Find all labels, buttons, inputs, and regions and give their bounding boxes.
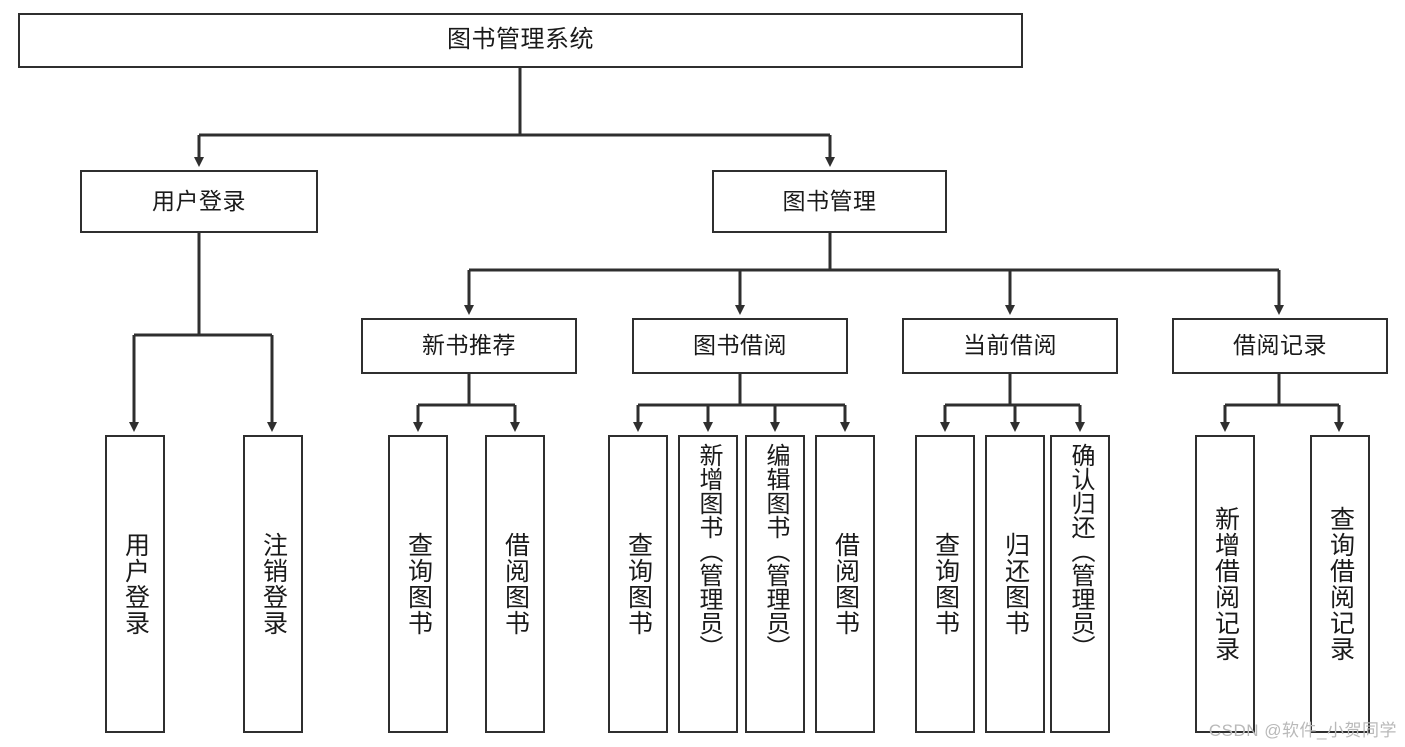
node-new-book-recommend[interactable]: 新书推荐	[361, 318, 577, 374]
node-borrow-record[interactable]: 借阅记录	[1172, 318, 1388, 374]
node-new-book-recommend-label: 新书推荐	[422, 332, 516, 359]
node-leaf-logout-label: 注销登录	[259, 532, 288, 636]
node-leaf-borrow-book-2-label: 借阅图书	[831, 532, 860, 636]
node-root-label: 图书管理系统	[447, 26, 594, 54]
node-current-borrow-label: 当前借阅	[963, 332, 1057, 359]
node-leaf-return-book-label: 归还图书	[1001, 532, 1030, 636]
node-leaf-borrow-book-1[interactable]: 借阅图书	[485, 435, 545, 733]
node-leaf-borrow-book-1-label: 借阅图书	[501, 532, 530, 636]
node-leaf-logout[interactable]: 注销登录	[243, 435, 303, 733]
node-borrow-record-label: 借阅记录	[1233, 332, 1327, 359]
node-leaf-user-login[interactable]: 用户登录	[105, 435, 165, 733]
node-leaf-query-book-3[interactable]: 查询图书	[915, 435, 975, 733]
node-leaf-confirm-return[interactable]: 确认归还（管理员）	[1050, 435, 1110, 733]
node-leaf-borrow-book-2[interactable]: 借阅图书	[815, 435, 875, 733]
node-leaf-add-book-label: 新增图书（管理员）	[695, 443, 722, 659]
node-leaf-query-book-2-label: 查询图书	[624, 532, 653, 636]
node-leaf-return-book[interactable]: 归还图书	[985, 435, 1045, 733]
node-book-manage[interactable]: 图书管理	[712, 170, 947, 233]
node-leaf-query-book-2[interactable]: 查询图书	[608, 435, 668, 733]
node-root[interactable]: 图书管理系统	[18, 13, 1023, 68]
node-leaf-add-record[interactable]: 新增借阅记录	[1195, 435, 1255, 733]
node-book-borrow-label: 图书借阅	[693, 332, 787, 359]
node-leaf-confirm-return-label: 确认归还（管理员）	[1067, 443, 1094, 659]
node-leaf-query-record[interactable]: 查询借阅记录	[1310, 435, 1370, 733]
node-leaf-user-login-label: 用户登录	[121, 532, 150, 636]
node-leaf-query-book-1-label: 查询图书	[404, 532, 433, 636]
node-user-login-label: 用户登录	[152, 187, 246, 214]
node-leaf-query-book-1[interactable]: 查询图书	[388, 435, 448, 733]
node-leaf-edit-book[interactable]: 编辑图书（管理员）	[745, 435, 805, 733]
csdn-watermark: CSDN @软件_小贺同学	[1208, 721, 1397, 740]
node-leaf-query-record-label: 查询借阅记录	[1326, 506, 1355, 662]
node-book-manage-label: 图书管理	[782, 187, 877, 214]
node-leaf-add-record-label: 新增借阅记录	[1211, 506, 1240, 662]
node-leaf-add-book[interactable]: 新增图书（管理员）	[678, 435, 738, 733]
node-leaf-edit-book-label: 编辑图书（管理员）	[762, 443, 789, 659]
node-leaf-query-book-3-label: 查询图书	[931, 532, 960, 636]
node-current-borrow[interactable]: 当前借阅	[902, 318, 1118, 374]
node-book-borrow[interactable]: 图书借阅	[632, 318, 848, 374]
node-user-login[interactable]: 用户登录	[80, 170, 318, 233]
